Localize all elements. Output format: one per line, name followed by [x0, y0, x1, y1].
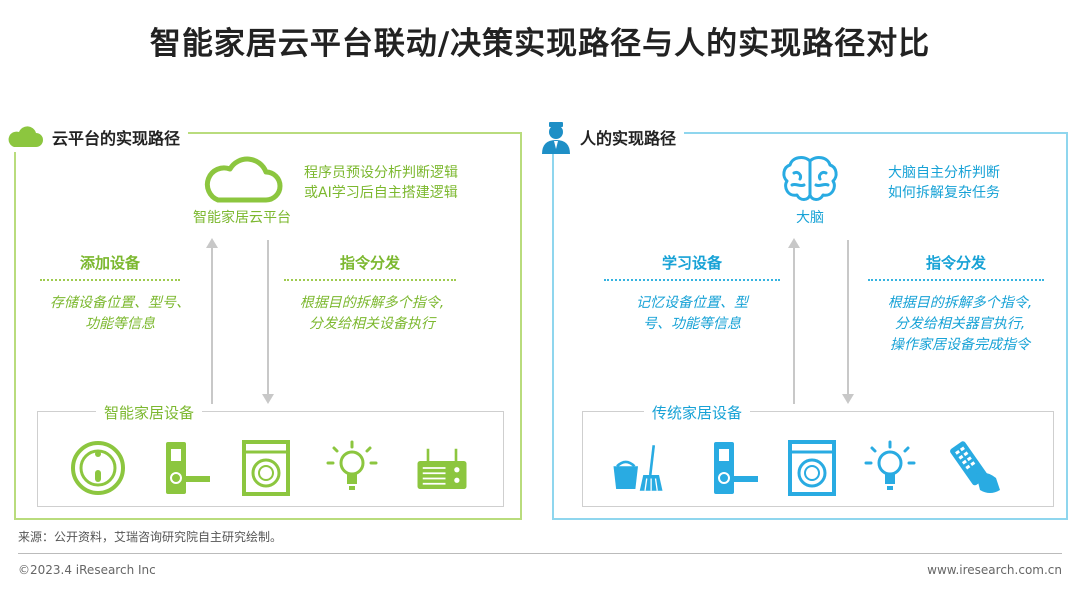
cloud-icon: [8, 126, 43, 147]
right-command-desc: 根据目的拆解多个指令, 分发给相关器官执行, 操作家居设备完成指令: [887, 295, 1033, 353]
gateway-router-icon: [417, 448, 467, 489]
robot-vacuum-icon: [71, 441, 125, 495]
person-icon: [542, 122, 570, 154]
copyright: ©2023.4 iResearch Inc: [18, 563, 156, 577]
add-device-title: 添加设备: [40, 252, 180, 281]
traditional-devices-label: 传统家居设备: [644, 402, 751, 424]
smart-devices-label: 智能家居设备: [96, 402, 203, 424]
human-path-panel: [552, 132, 1068, 520]
remote-control-icon: [950, 441, 1000, 493]
learn-device-desc: 记忆设备位置、型 号、功能等信息: [636, 295, 748, 332]
bulb-icon: [864, 440, 916, 490]
page-title: 智能家居云平台联动/决策实现路径与人的实现路径对比: [149, 26, 931, 62]
brain-note: 大脑自主分析判断 如何拆解复杂任务: [888, 165, 1000, 201]
left-down-arrow: [262, 240, 274, 404]
washing-machine-icon: [242, 440, 290, 496]
cloud-platform-note: 程序员预设分析判断逻辑 或AI学习后自主搭建逻辑: [304, 165, 458, 201]
light-bulb-icon: [326, 440, 378, 490]
cloud-path-panel: [14, 132, 522, 520]
learn-device-title: 学习设备: [604, 252, 780, 281]
brain-icon: [782, 156, 838, 201]
door-lock-icon: [714, 442, 758, 494]
washer-icon: [788, 440, 836, 496]
left-up-arrow: [206, 238, 218, 404]
smart-devices-box: [37, 411, 504, 507]
smart-lock-icon: [166, 442, 210, 494]
source-note: 来源：公开资料，艾瑞咨询研究院自主研究绘制。: [18, 530, 283, 544]
cloud-platform-label: 智能家居云平台: [193, 210, 291, 226]
right-down-arrow: [842, 240, 854, 404]
human-path-header: 人的实现路径: [538, 122, 685, 154]
right-command-title: 指令分发: [868, 252, 1044, 281]
left-command-desc: 根据目的拆解多个指令, 分发给相关设备执行: [299, 295, 445, 332]
cloud-platform-icon: [204, 156, 283, 203]
brain-label: 大脑: [796, 210, 824, 226]
cloud-path-title: 云平台的实现路径: [52, 129, 181, 148]
human-path-title: 人的实现路径: [580, 129, 677, 148]
add-device-desc: 存储设备位置、型号、 功能等信息: [50, 295, 190, 332]
footer-divider: [18, 553, 1062, 554]
traditional-devices-box: [582, 411, 1054, 507]
left-command-title: 指令分发: [284, 252, 456, 281]
mop-bucket-icon: [613, 445, 663, 491]
right-up-arrow: [788, 238, 800, 404]
website-url: www.iresearch.com.cn: [927, 563, 1062, 577]
cloud-path-header: 云平台的实现路径: [4, 122, 189, 152]
